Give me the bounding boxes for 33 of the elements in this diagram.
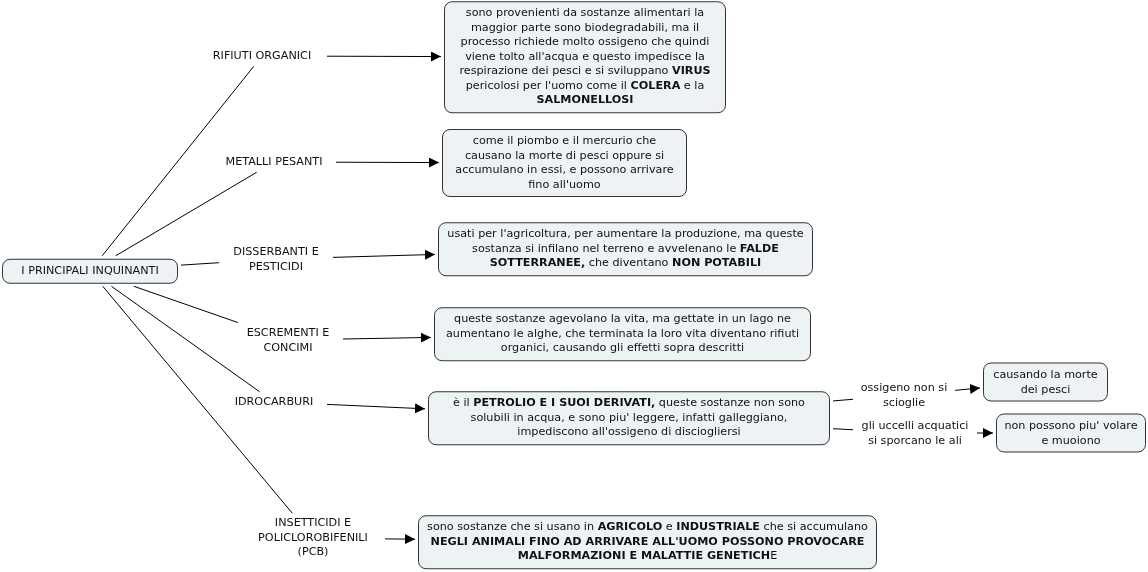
arrow <box>976 428 994 438</box>
connector-line <box>180 262 220 266</box>
linking-phrase: ESCREMENTI E CONCIMI <box>236 325 340 355</box>
connector-line <box>115 171 258 257</box>
concept-box: sono provenienti da sostanze alimentari la maggior parte sono biodegradabili, ma il processo richiede molto ossigeno che quindi viene tolto all'acqua e questo impedisce la respirazione dei pesci e si sviluppano VIRUS pericolosi per l'uomo come il COLERA e la SALMONELLOSI <box>444 1 726 113</box>
arrow <box>326 403 426 414</box>
connector-line <box>101 65 255 257</box>
linking-phrase: METALLI PESANTI <box>215 154 333 170</box>
arrow <box>332 249 436 260</box>
concept-box: è il PETROLIO E I SUOI DERIVATI, queste sostanze non sono solubili in acqua, e sono piu' leggere, infatti galleggiano, impediscono all'ossigeno di disciogliersi <box>428 391 830 445</box>
arrow <box>384 534 416 545</box>
linking-phrase: RIFIUTI ORGANICI <box>200 48 324 64</box>
concept-box: come il piombo e il mercurio che causano la morte di pesci oppure si accumulano in essi, e possono arrivare fino all'uomo <box>442 129 687 197</box>
arrow <box>326 51 442 62</box>
connector-line <box>133 285 239 323</box>
concept-box: sono sostanze che si usano in AGRICOLO e INDUSTRIALE che si accumulano NEGLI ANIMALI FINO AD ARRIVARE ALL'UOMO POSSONO PROVOCARE MALFORMAZIONI E MALATTIE GENETICHE <box>418 515 877 569</box>
linking-phrase: IDROCARBURI <box>224 394 324 410</box>
arrow <box>954 383 981 394</box>
linking-phrase: INSETTICIDI E POLICLOROBIFENILI (PCB) <box>244 516 382 560</box>
linking-phrase: gli uccelli acquatici si sporcano le ali <box>856 418 974 448</box>
concept-box: I PRINCIPALI INQUINANTI <box>2 258 178 284</box>
connector-line <box>832 398 854 402</box>
connector-line <box>110 285 261 393</box>
concept-box: usati per l'agricoltura, per aumentare la produzione, ma queste sostanza si infilano nel terreno e avvelenano le FALDE SOTTERRANEE, che diventano NON POTABILI <box>438 222 813 276</box>
connector-line <box>832 428 854 431</box>
linking-phrase: DISSERBANTI E PESTICIDI <box>222 244 330 274</box>
concept-box: causando la morte dei pesci <box>983 362 1108 402</box>
linking-phrase: ossigeno non si scioglie <box>856 380 952 410</box>
arrow <box>342 332 432 343</box>
arrow <box>335 157 440 168</box>
concept-box: non possono piu' volare e muoiono <box>996 413 1146 453</box>
concept-box: queste sostanze agevolano la vita, ma gettate in un lago ne aumentano le alghe, che terminata la loro vita diventano rifiuti organici, causando gli effetti sopra descritti <box>434 307 811 361</box>
connector-line <box>102 285 293 514</box>
